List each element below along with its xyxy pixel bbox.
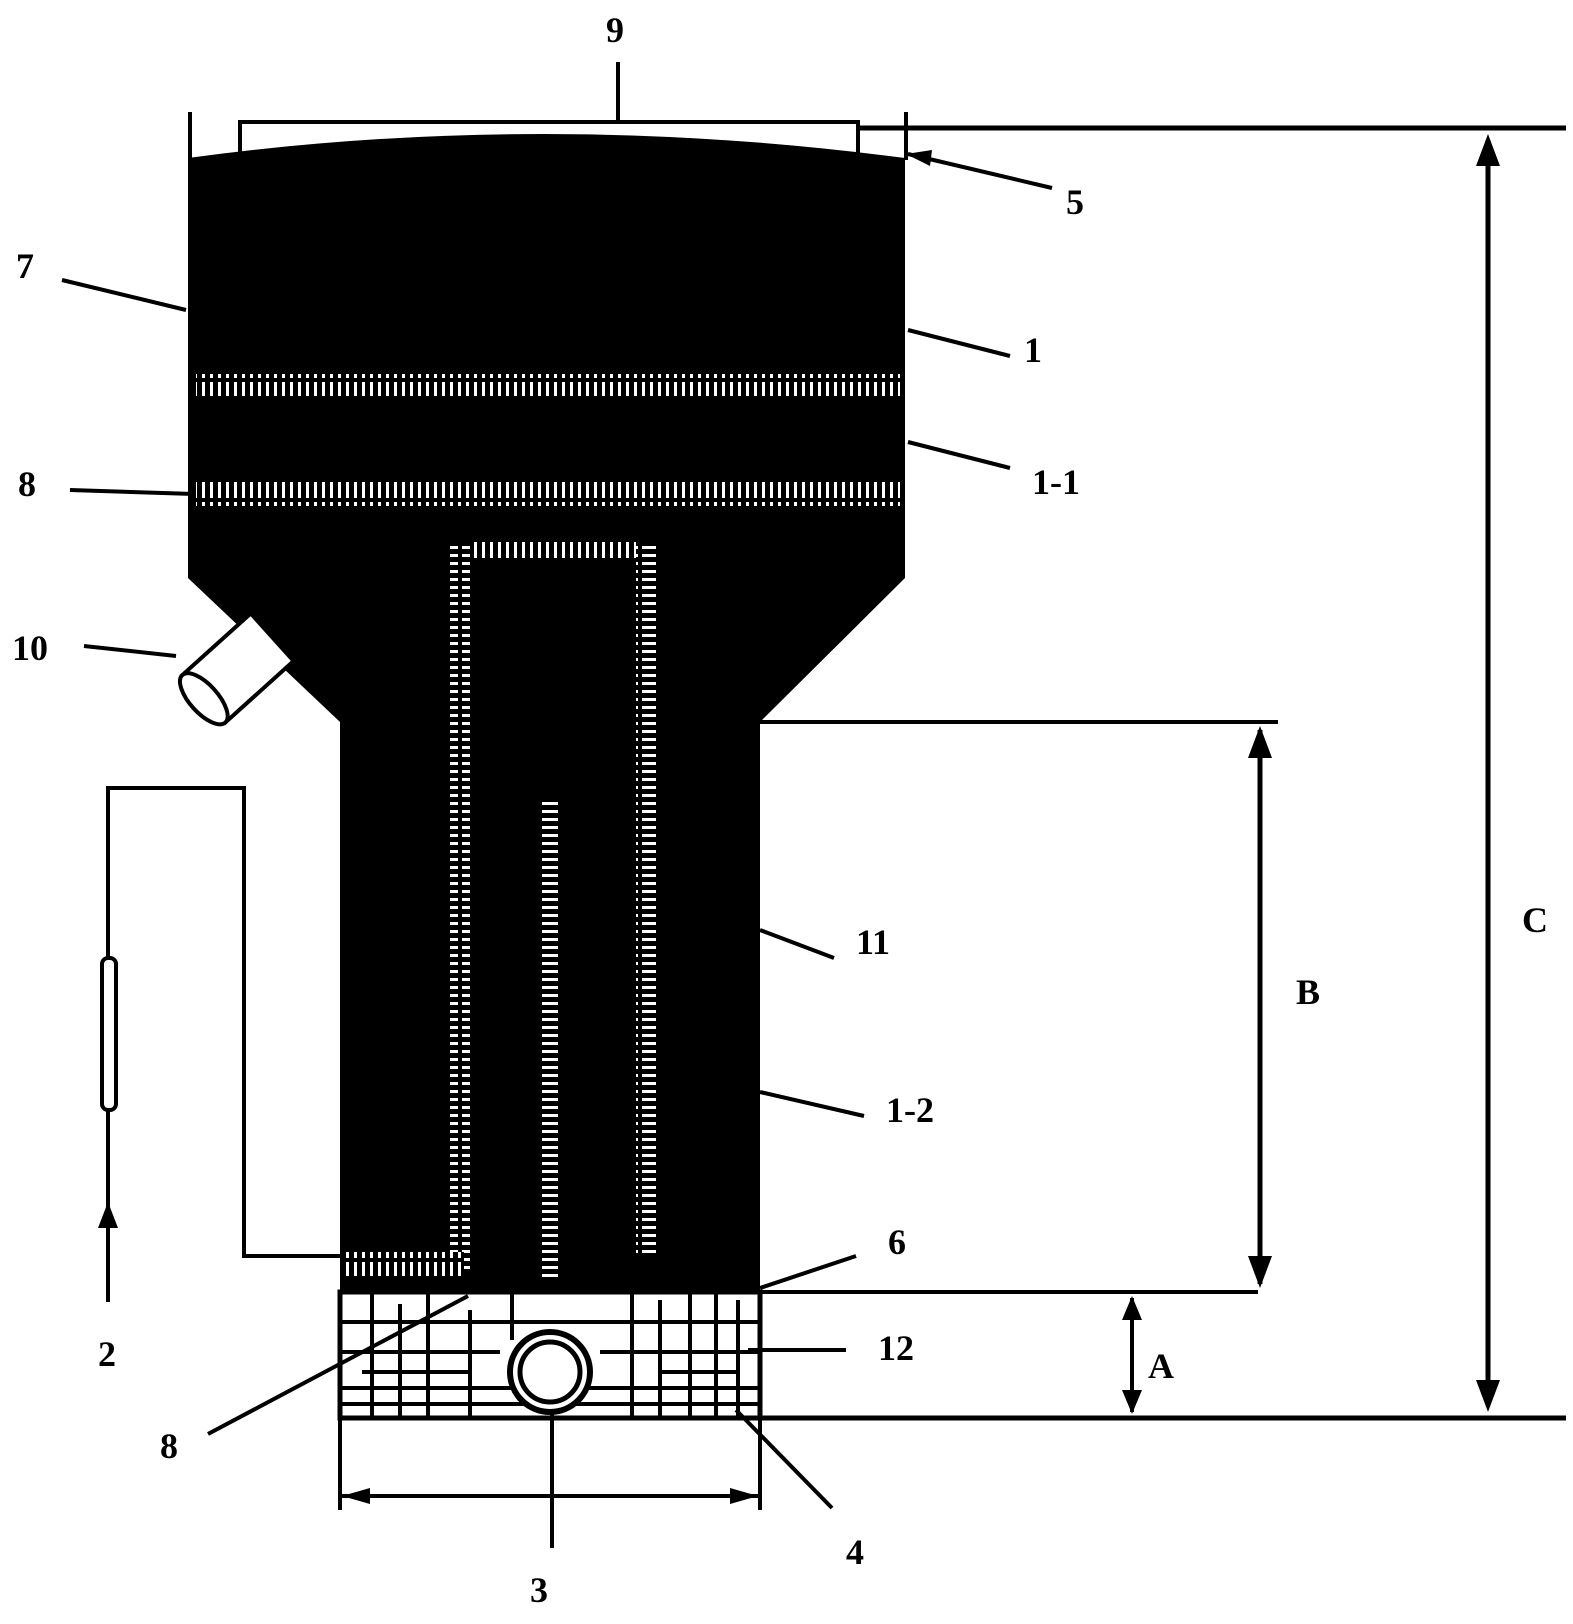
dim-c-label: C bbox=[1522, 900, 1548, 940]
inlet-distributor bbox=[346, 1252, 464, 1276]
label-1: 1 bbox=[1024, 330, 1042, 370]
label-12: 12 bbox=[878, 1328, 914, 1368]
feed-arrow bbox=[98, 1202, 118, 1228]
draft-tube-top bbox=[452, 542, 654, 560]
width-dim-arrow-right bbox=[730, 1488, 758, 1504]
dim-b-arrow-bottom bbox=[1248, 1256, 1272, 1288]
leader-lines bbox=[61, 152, 1053, 1510]
label-2: 2 bbox=[98, 1334, 116, 1374]
label-11: 11 bbox=[856, 922, 890, 962]
side-port bbox=[178, 610, 297, 727]
label-8-top: 8 bbox=[18, 464, 36, 504]
flow-meter bbox=[100, 956, 118, 1112]
label-1-1: 1-1 bbox=[1032, 462, 1080, 502]
label-5: 5 bbox=[1066, 182, 1084, 222]
dim-c-arrow-top bbox=[1476, 134, 1500, 166]
perforated-plate-lower bbox=[196, 482, 900, 506]
label-3: 3 bbox=[530, 1570, 548, 1610]
label-9: 9 bbox=[606, 10, 624, 50]
label-6: 6 bbox=[888, 1222, 906, 1262]
reactor-body bbox=[188, 134, 905, 1292]
width-dim-arrow-left bbox=[342, 1488, 370, 1504]
label-4: 4 bbox=[846, 1532, 864, 1572]
label-10: 10 bbox=[12, 628, 48, 668]
dim-b-label: B bbox=[1296, 972, 1320, 1012]
central-rod bbox=[538, 800, 558, 1280]
top-cover bbox=[238, 120, 860, 158]
dim-a-label: A bbox=[1148, 1346, 1174, 1386]
feed-line bbox=[106, 786, 340, 1302]
dim-a-arrow-bottom bbox=[1122, 1390, 1142, 1414]
leader-5-arrow bbox=[906, 150, 932, 166]
label-1-2: 1-2 bbox=[886, 1090, 934, 1130]
dim-b-arrow-top bbox=[1248, 726, 1272, 758]
label-8-bottom: 8 bbox=[160, 1426, 178, 1466]
dim-c-arrow-bottom bbox=[1476, 1380, 1500, 1412]
draft-tube-right-wall bbox=[636, 542, 656, 1254]
draft-tube-left-wall bbox=[450, 542, 470, 1270]
perforated-plate-upper bbox=[196, 374, 900, 396]
label-7: 7 bbox=[16, 246, 34, 286]
outlet-pipe-inner bbox=[517, 1339, 583, 1405]
dim-a-arrow-top bbox=[1122, 1296, 1142, 1320]
